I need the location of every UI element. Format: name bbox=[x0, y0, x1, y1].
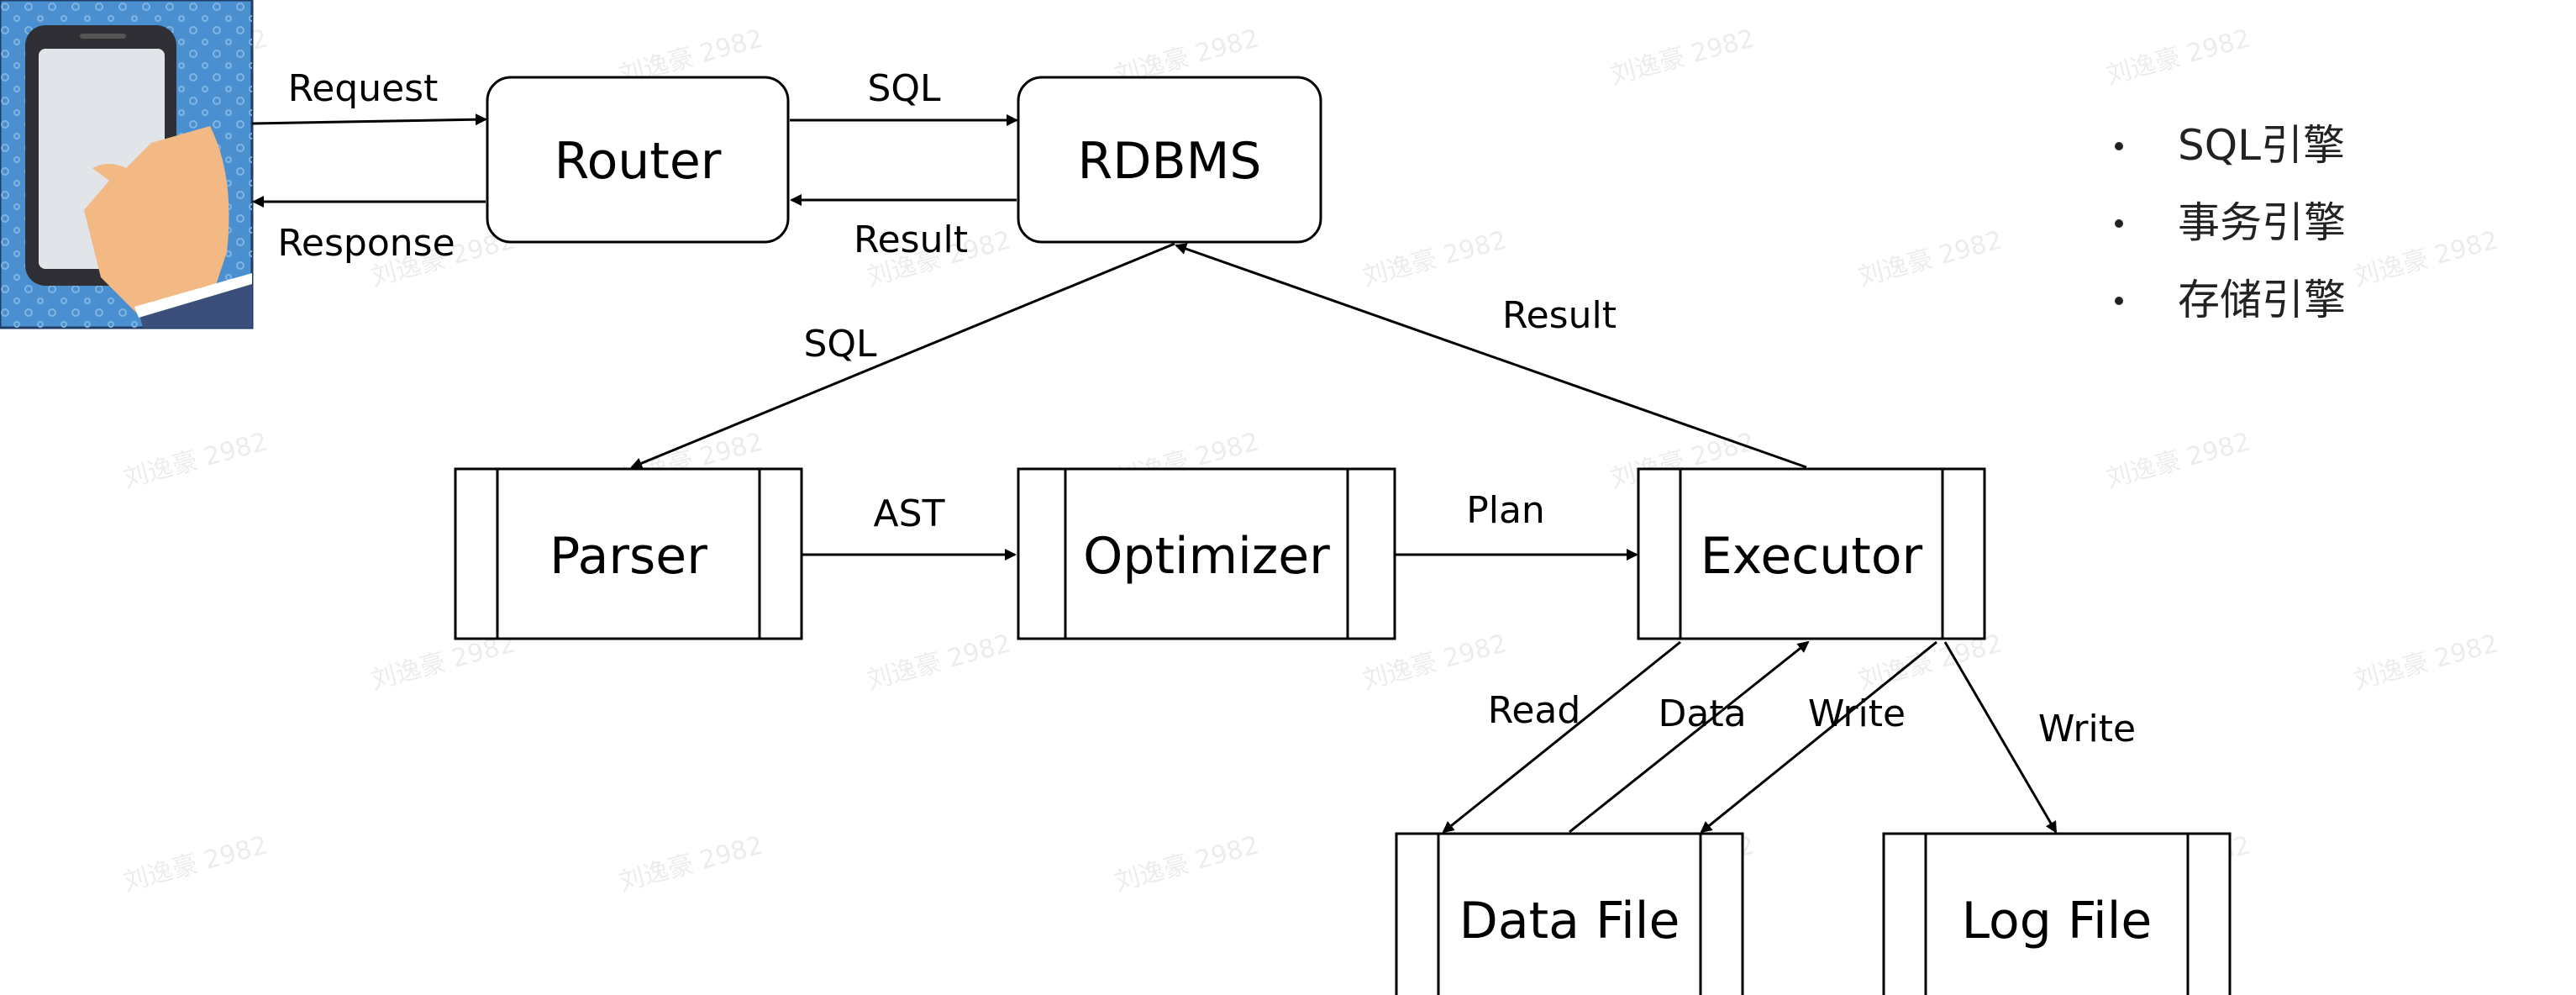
executor-node: Executor bbox=[1637, 467, 1986, 640]
watermark-text: 刘逸豪 2982 bbox=[2351, 225, 2501, 292]
bullet-item: 存储引擎 bbox=[2178, 276, 2346, 324]
watermark-text: 刘逸豪 2982 bbox=[1359, 225, 1510, 292]
write-data-label: Write bbox=[1808, 692, 1906, 735]
log-file-label: Log File bbox=[1962, 892, 2153, 950]
log-file-node: Log File bbox=[1882, 832, 2232, 995]
sql-label-top: SQL bbox=[867, 67, 941, 110]
result-label-top: Result bbox=[854, 218, 968, 261]
result-arrow-executor-rdbms bbox=[1175, 243, 1807, 469]
bullet-item: SQL引擎 bbox=[2178, 121, 2345, 170]
watermark-text: 刘逸豪 2982 bbox=[1607, 24, 1758, 90]
watermark-text: 刘逸豪 2982 bbox=[2351, 629, 2501, 695]
read-label: Read bbox=[1488, 689, 1581, 732]
request-label: Request bbox=[288, 67, 439, 110]
watermark-text: 刘逸豪 2982 bbox=[616, 830, 766, 897]
data-file-node: Data File bbox=[1395, 832, 1744, 995]
bullet-dot bbox=[2115, 297, 2123, 305]
parser-node: Parser bbox=[454, 467, 803, 640]
rdbms-label: RDBMS bbox=[1078, 132, 1262, 191]
write-log-label: Write bbox=[2038, 708, 2136, 750]
parser-label: Parser bbox=[549, 527, 707, 586]
watermark-text: 刘逸豪 2982 bbox=[2103, 427, 2253, 493]
engine-bullet-list: SQL引擎 事务引擎 存储引擎 bbox=[2115, 121, 2346, 324]
executor-label: Executor bbox=[1701, 527, 1923, 586]
data-file-label: Data File bbox=[1459, 892, 1680, 950]
watermark-text: 刘逸豪 2982 bbox=[120, 830, 271, 897]
request-arrow bbox=[251, 113, 487, 126]
watermark-text: 刘逸豪 2982 bbox=[1112, 830, 1262, 897]
watermark-text: 刘逸豪 2982 bbox=[2103, 24, 2253, 90]
sql-arrow-rdbms-parser bbox=[630, 242, 1175, 469]
router-node: Router bbox=[486, 76, 790, 244]
plan-label: Plan bbox=[1466, 489, 1545, 532]
watermark-text: 刘逸豪 2982 bbox=[864, 629, 1014, 695]
optimizer-node: Optimizer bbox=[1017, 467, 1396, 640]
watermark-text: 刘逸豪 2982 bbox=[1855, 225, 2006, 292]
ast-label: AST bbox=[874, 492, 945, 535]
optimizer-label: Optimizer bbox=[1083, 527, 1330, 586]
response-label: Response bbox=[277, 222, 455, 265]
router-label: Router bbox=[555, 132, 722, 191]
write-log-arrow bbox=[1943, 641, 2058, 834]
read-arrow bbox=[1442, 640, 1681, 834]
result-label-up: Result bbox=[1502, 294, 1617, 337]
data-label: Data bbox=[1658, 692, 1746, 735]
watermark-text: 刘逸豪 2982 bbox=[120, 427, 271, 493]
write-data-arrow bbox=[1700, 640, 1937, 834]
data-arrow bbox=[1569, 640, 1810, 834]
bullet-item: 事务引擎 bbox=[2178, 198, 2346, 247]
sql-label-down: SQL bbox=[803, 323, 877, 366]
phone-in-hand-icon bbox=[0, 0, 254, 329]
rdbms-node: RDBMS bbox=[1017, 76, 1322, 244]
bullet-dot bbox=[2115, 142, 2123, 150]
bullet-dot bbox=[2115, 219, 2123, 228]
